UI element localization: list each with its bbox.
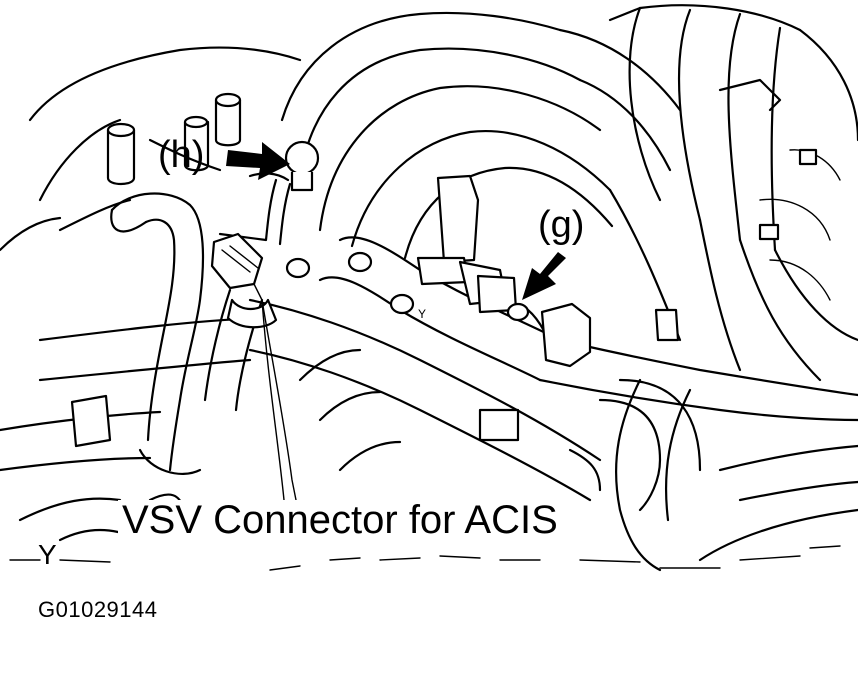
- part-g-label: (g): [538, 204, 585, 246]
- arrow-to-g: [522, 252, 566, 300]
- lower-left-hardware: [18, 394, 186, 542]
- part-h-label: (h): [158, 134, 205, 176]
- part-h-assembly: [218, 140, 320, 246]
- mounting-bosses: [285, 174, 680, 342]
- part-g-assembly: [416, 256, 592, 368]
- arrow-to-h: [226, 142, 290, 180]
- upper-left-fittings: [0, 46, 302, 252]
- corner-mark: Y: [38, 539, 57, 570]
- vsv-connector-caption: VSV Connector for ACIS: [118, 500, 562, 540]
- figure-id: G01029144: [38, 597, 158, 622]
- small-y-mark: Y: [418, 307, 426, 321]
- lower-right-hoses: [614, 378, 858, 572]
- bottom-edge-detail: [9, 545, 841, 571]
- left-hose: [110, 192, 205, 475]
- vsv-connector: [210, 232, 297, 501]
